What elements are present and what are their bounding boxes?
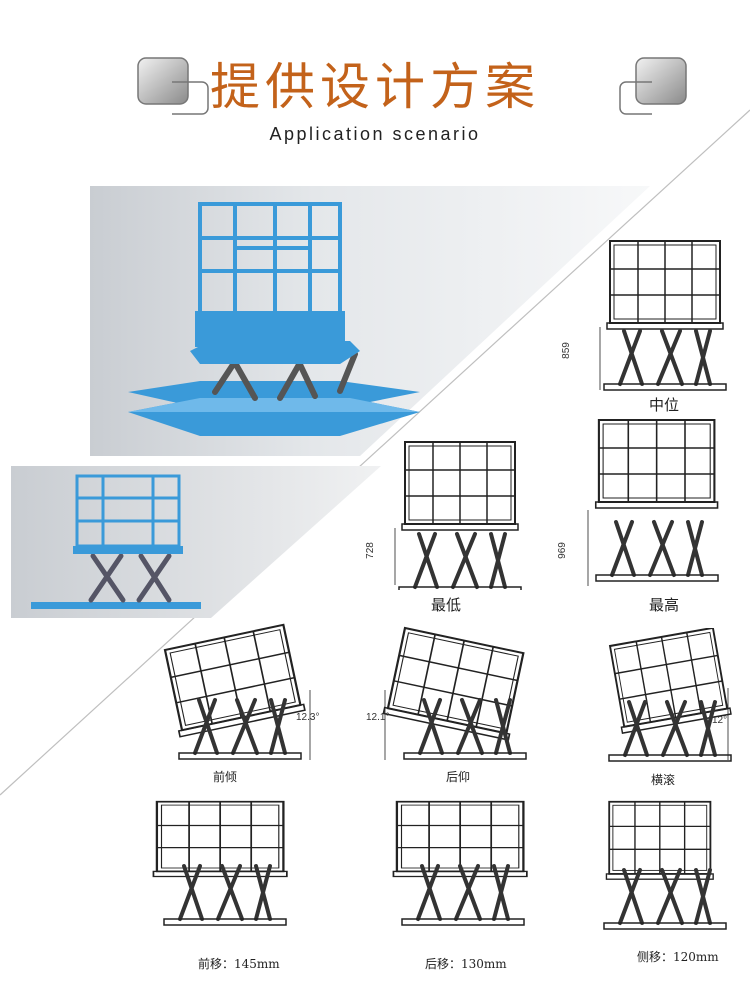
label-roll: 横滚 bbox=[651, 773, 676, 787]
label-low: 最低 bbox=[431, 596, 462, 614]
drawing-low bbox=[394, 441, 523, 590]
left-bracket-icon bbox=[137, 57, 209, 115]
right-bracket-icon bbox=[619, 57, 687, 115]
label-back-tilt: 后仰 bbox=[446, 770, 471, 784]
label-mid: 中位 bbox=[649, 396, 680, 414]
dim-roll: 12° bbox=[712, 715, 728, 726]
dim-high: 969 bbox=[556, 542, 568, 559]
drawing-side-shift bbox=[602, 800, 728, 930]
drawing-high bbox=[587, 418, 720, 586]
header-decor bbox=[137, 57, 687, 115]
page-subtitle: Application scenario bbox=[269, 124, 481, 144]
label-front-shift: 前移：145mm bbox=[198, 957, 280, 971]
label-back-shift: 后移：130mm bbox=[425, 957, 507, 971]
render-side bbox=[11, 466, 381, 618]
label-side-shift: 侧移：120mm bbox=[637, 950, 719, 964]
drawing-front-shift bbox=[152, 800, 288, 927]
dim-low: 728 bbox=[364, 542, 376, 559]
dim-mid: 859 bbox=[560, 342, 572, 359]
drawing-front-tilt bbox=[160, 623, 311, 761]
drawing-roll bbox=[606, 628, 733, 763]
render-main bbox=[90, 186, 650, 456]
label-front-tilt: 前倾 bbox=[213, 770, 238, 784]
label-high: 最高 bbox=[649, 596, 680, 614]
drawing-mid bbox=[599, 240, 728, 392]
drawing-back-shift bbox=[392, 800, 528, 927]
dim-front-tilt: 12.3° bbox=[296, 712, 320, 723]
drawing-back-tilt bbox=[382, 626, 528, 761]
dim-back-tilt: 12.1° bbox=[366, 712, 390, 723]
page-title: 提供设计方案 bbox=[210, 58, 540, 116]
